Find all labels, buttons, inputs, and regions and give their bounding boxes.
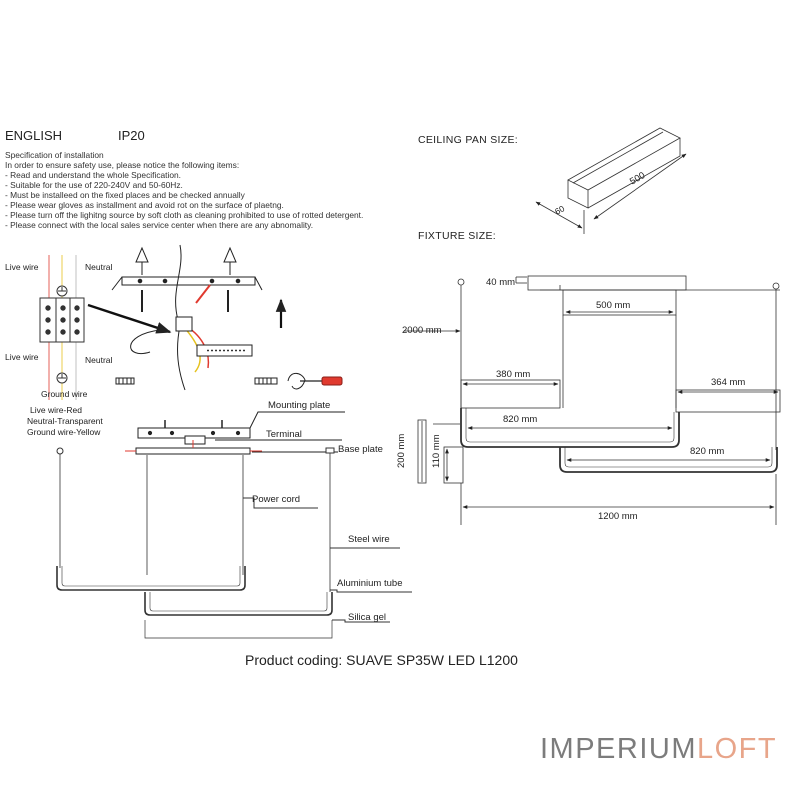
dim-500: 500 mm xyxy=(596,300,631,311)
neutral-label-top: Neutral xyxy=(85,262,113,272)
base-plate-label: Base plate xyxy=(338,444,383,455)
spec-line: - Read and understand the whole Specific… xyxy=(5,170,181,180)
spec-line: - Please turn off the lighitng source by… xyxy=(5,210,364,220)
language-label: ENGLISH xyxy=(5,128,63,143)
brand-logo: IMPERIUMLOFT xyxy=(540,733,777,766)
live-wire-label-bottom: Live wire xyxy=(5,352,39,362)
product-coding: Product coding: SUAVE SP35W LED L1200 xyxy=(245,652,518,668)
spec-line: - Must be installeed on the fixed places… xyxy=(5,190,245,200)
dim-820-lower: 820 mm xyxy=(690,446,725,457)
fixture-title: FIXTURE SIZE: xyxy=(418,230,496,242)
aluminium-tube-label: Aluminium tube xyxy=(337,578,403,589)
dim-1200: 1200 mm xyxy=(598,511,638,522)
ceiling-pan-drawing xyxy=(535,127,687,234)
brand-part-loft: LOFT xyxy=(697,733,778,765)
mounting-plate-label: Mounting plate xyxy=(268,400,331,411)
legend-live: Live wire-Red xyxy=(30,405,82,415)
brand-part-imperium: IMPERIUM xyxy=(540,733,697,765)
silica-gel-label: Silica gel xyxy=(348,612,387,623)
pointer-arrow xyxy=(87,303,172,334)
neutral-label-bottom: Neutral xyxy=(85,355,113,365)
steel-wire-label: Steel wire xyxy=(348,534,390,545)
wiring-diagram xyxy=(39,255,85,400)
spec-title: Specification of installation xyxy=(5,150,104,160)
dim-110: 110 mm xyxy=(431,434,442,468)
terminal-block xyxy=(39,297,85,343)
live-wire-label-top: Live wire xyxy=(5,262,39,272)
mounting-plate-assembly xyxy=(125,411,345,455)
dim-364: 364 mm xyxy=(711,377,746,388)
spec-line: - Please connect with the local sales se… xyxy=(5,220,314,230)
power-cord-label: Power cord xyxy=(252,494,301,505)
dim-2000: 2000 mm xyxy=(402,325,442,336)
spec-line: In order to ensure safety use, please no… xyxy=(5,160,240,170)
legend-ground: Ground wire-Yellow xyxy=(27,427,101,437)
dim-820-upper: 820 mm xyxy=(503,414,538,425)
spec-line: - Please wear gloves as installment and … xyxy=(5,200,284,210)
dim-40: 40 mm xyxy=(486,277,516,288)
spec-line: - Suitable for the use of 220-240V and 5… xyxy=(5,180,183,190)
terminal-label: Terminal xyxy=(266,429,302,440)
dim-200: 200 mm xyxy=(396,433,407,468)
screwdriver-icon xyxy=(321,376,343,386)
dim-380: 380 mm xyxy=(496,369,531,380)
legend-neutral: Neutral-Transparent xyxy=(27,416,103,426)
screws-row xyxy=(115,372,343,390)
ip-rating-label: IP20 xyxy=(118,128,145,143)
connector-wires xyxy=(175,284,253,391)
suspended-lamp-left xyxy=(56,447,412,639)
ground-wire-label: Ground wire xyxy=(41,389,88,399)
fixture-size-drawing xyxy=(404,275,781,525)
ceiling-pan-title: CEILING PAN SIZE: xyxy=(418,134,519,146)
ceiling-bracket xyxy=(111,244,263,354)
